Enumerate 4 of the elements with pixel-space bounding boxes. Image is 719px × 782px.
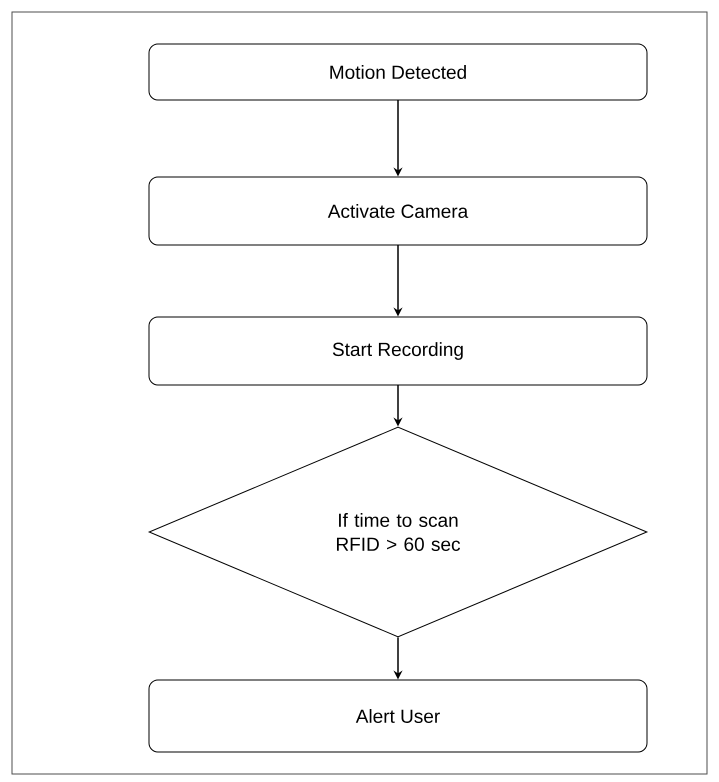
process-box: Motion Detected bbox=[148, 44, 648, 100]
process-box: Alert User bbox=[148, 680, 648, 752]
process-box: Start Recording bbox=[148, 316, 648, 386]
process-box: Activate Camera bbox=[148, 176, 648, 246]
